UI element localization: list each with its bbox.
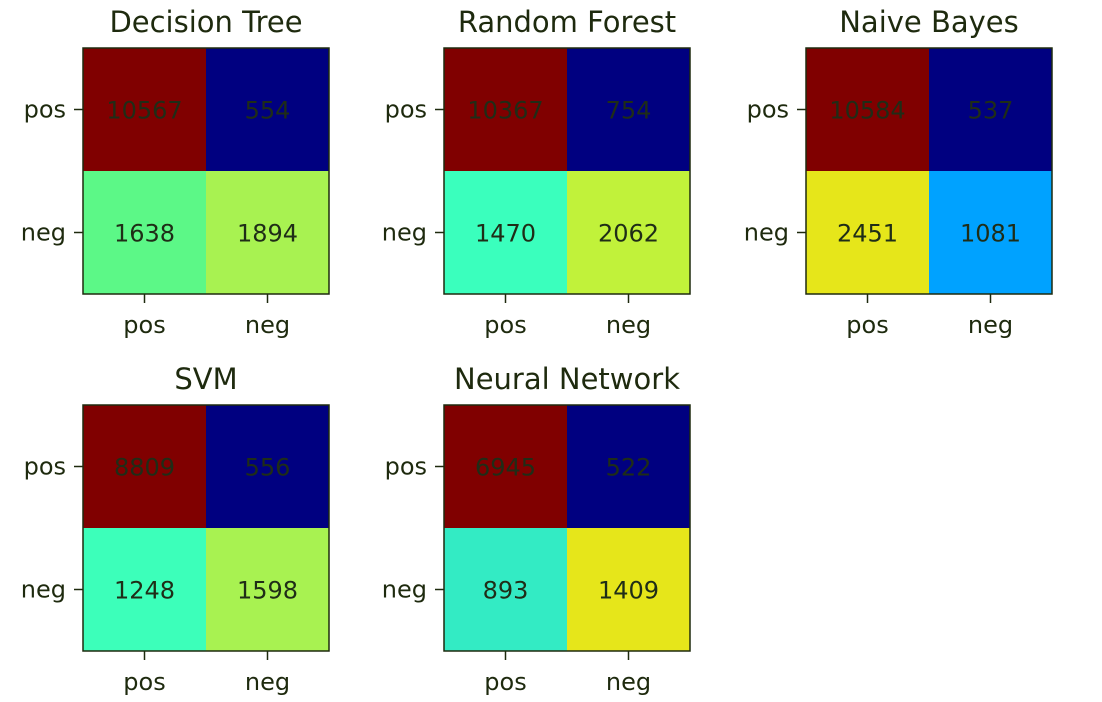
matrix-panel: SVM 8809 556 1248 1598 pos neg pos neg xyxy=(21,362,330,696)
matrix-cell xyxy=(806,48,929,171)
cell-value: 10584 xyxy=(829,97,905,125)
cell-value: 522 xyxy=(606,454,652,482)
cell-value: 1894 xyxy=(237,220,298,248)
matrix-cell xyxy=(806,171,929,294)
matrix-cell xyxy=(567,528,690,651)
matrix-panel: Decision Tree 10567 554 1638 1894 pos neg pos ne… xyxy=(21,5,330,339)
x-tick-label: pos xyxy=(123,311,165,339)
x-tick-label: neg xyxy=(968,311,1013,339)
cell-value: 556 xyxy=(245,454,291,482)
x-tick-label: pos xyxy=(484,311,526,339)
matrix-cell xyxy=(567,171,690,294)
cell-value: 1598 xyxy=(237,577,298,605)
matrix-cell xyxy=(444,171,567,294)
x-tick-label: pos xyxy=(484,668,526,696)
matrix-cell xyxy=(206,405,329,528)
panel-title: Random Forest xyxy=(458,5,676,39)
cell-value: 10367 xyxy=(467,97,543,125)
matrix-panel: Naive Bayes 10584 537 2451 1081 pos neg pos neg xyxy=(744,5,1053,339)
x-tick-label: pos xyxy=(123,668,165,696)
y-tick-label: pos xyxy=(24,96,66,124)
matrix-cell xyxy=(567,405,690,528)
cell-value: 554 xyxy=(245,97,291,125)
matrix-cell xyxy=(206,528,329,651)
matrix-panel: Random Forest 10367 754 1470 2062 pos neg pos ne… xyxy=(382,5,691,339)
cell-value: 754 xyxy=(606,97,652,125)
matrix-panel: Neural Network 6945 522 893 1409 pos neg pos neg xyxy=(382,362,691,696)
cell-value: 10567 xyxy=(106,97,182,125)
matrix-cell xyxy=(83,405,206,528)
cell-value: 1081 xyxy=(960,220,1021,248)
matrix-cell xyxy=(444,528,567,651)
panel-title: SVM xyxy=(174,362,237,396)
panel-title: Naive Bayes xyxy=(839,5,1019,39)
y-tick-label: pos xyxy=(747,96,789,124)
cell-value: 893 xyxy=(483,577,529,605)
x-tick-label: neg xyxy=(245,668,290,696)
cell-value: 2062 xyxy=(598,220,659,248)
y-tick-label: neg xyxy=(744,219,789,247)
matrix-cell xyxy=(444,405,567,528)
matrix-cell xyxy=(929,48,1052,171)
y-tick-label: neg xyxy=(21,219,66,247)
panel-title: Neural Network xyxy=(454,362,680,396)
cell-value: 2451 xyxy=(837,220,898,248)
x-tick-label: pos xyxy=(846,311,888,339)
y-tick-label: pos xyxy=(24,453,66,481)
y-tick-label: neg xyxy=(21,576,66,604)
matrix-cell xyxy=(929,171,1052,294)
y-tick-label: pos xyxy=(385,453,427,481)
cell-value: 537 xyxy=(968,97,1014,125)
cell-value: 1470 xyxy=(475,220,536,248)
x-tick-label: neg xyxy=(606,668,651,696)
panel-frame xyxy=(443,404,691,652)
panel-frame xyxy=(443,47,691,295)
panel-frame xyxy=(82,404,330,652)
cell-value: 8809 xyxy=(114,454,175,482)
panel-frame xyxy=(805,47,1053,295)
y-tick-label: neg xyxy=(382,576,427,604)
x-tick-label: neg xyxy=(245,311,290,339)
cell-value: 1638 xyxy=(114,220,175,248)
y-tick-label: pos xyxy=(385,96,427,124)
matrix-cell xyxy=(567,48,690,171)
matrix-cell xyxy=(83,48,206,171)
matrix-cell xyxy=(83,528,206,651)
matrix-cell xyxy=(83,171,206,294)
cell-value: 1248 xyxy=(114,577,175,605)
cell-value: 1409 xyxy=(598,577,659,605)
matrix-cell xyxy=(206,171,329,294)
cell-value: 6945 xyxy=(475,454,536,482)
x-tick-label: neg xyxy=(606,311,651,339)
y-tick-label: neg xyxy=(382,219,427,247)
matrix-cell xyxy=(444,48,567,171)
panel-title: Decision Tree xyxy=(109,5,302,39)
matrix-cell xyxy=(206,48,329,171)
panel-frame xyxy=(82,47,330,295)
